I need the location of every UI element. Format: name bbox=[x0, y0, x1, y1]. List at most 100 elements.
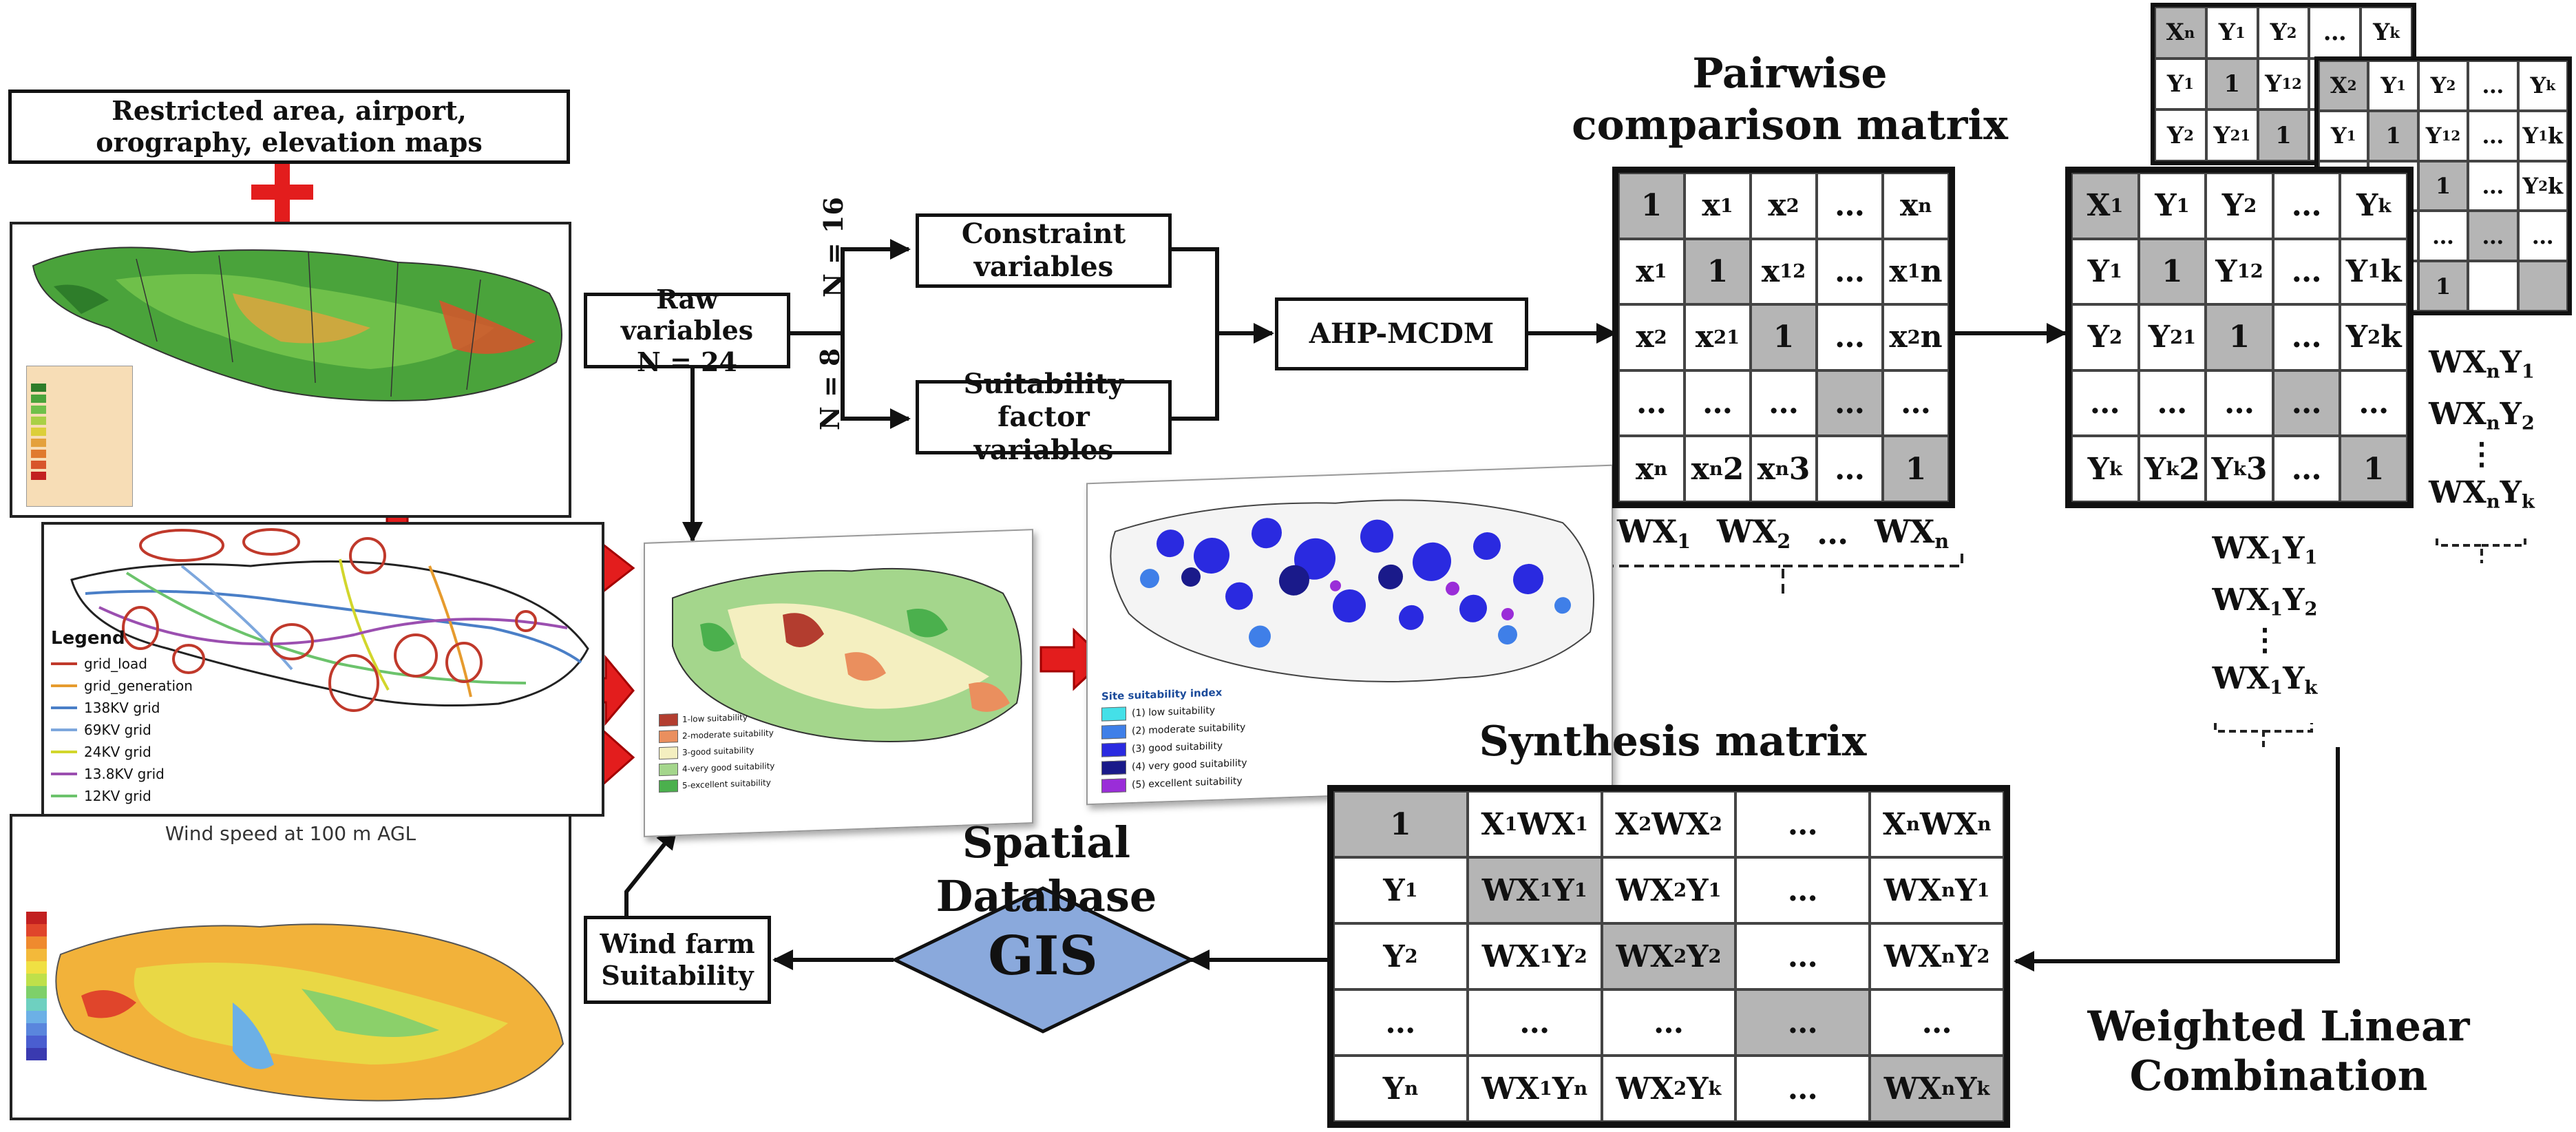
input-maps-box: Restricted area, airport, orography, ele… bbox=[8, 90, 570, 164]
suitability-legend: 1-low suitability 2-moderate suitability 3… bbox=[659, 707, 790, 795]
legend-label: (4) very good suitability bbox=[1132, 757, 1247, 773]
matrix-cell: … bbox=[1817, 304, 1883, 370]
matrix-cell: … bbox=[2418, 211, 2469, 262]
line-join-top bbox=[1172, 247, 1219, 421]
matrix-cell: 1 bbox=[2257, 109, 2310, 161]
legend-swatch bbox=[659, 730, 678, 744]
legend-label: 5-excellent suitability bbox=[682, 777, 771, 790]
legend-swatch bbox=[659, 713, 678, 727]
pairwise-weight: WX1 bbox=[1616, 513, 1691, 553]
grid-legend-item: 24KV grid bbox=[51, 741, 230, 763]
branch-label-bottom: N = 8 bbox=[814, 348, 845, 430]
synthesis-title: Synthesis matrix bbox=[1479, 717, 1867, 766]
wind-speed-map: Wind speed at 100 m AGL bbox=[10, 814, 571, 1120]
site-map-graphic bbox=[1110, 499, 1594, 682]
legend-swatch bbox=[1101, 706, 1126, 722]
weighted-linear-title: Weighted Linear Combination bbox=[2051, 1002, 2506, 1101]
raw-variables-label: Raw variables bbox=[620, 283, 754, 346]
constraint-variables-box: Constraint variables bbox=[916, 213, 1172, 288]
legend-label: 1-low suitability bbox=[682, 712, 748, 724]
matrix-cell: … bbox=[1685, 370, 1751, 437]
matrix-cell: … bbox=[1817, 370, 1883, 437]
legend-label: 13.8KV grid bbox=[84, 766, 165, 782]
elevation-legend bbox=[26, 366, 133, 507]
elevation-map-graphic bbox=[32, 247, 562, 401]
legend-swatch bbox=[659, 746, 678, 760]
weight-item: ⋮ bbox=[2250, 622, 2280, 658]
legend-label: (3) good suitability bbox=[1132, 740, 1223, 755]
elevation-map bbox=[10, 222, 571, 518]
weighted-linear-line2: Combination bbox=[2129, 1052, 2428, 1100]
legend-swatch bbox=[659, 763, 678, 777]
matrix-cell: 1 bbox=[1685, 238, 1751, 305]
grid-network-graphic bbox=[70, 528, 589, 712]
weighted-linear-line1: Weighted Linear bbox=[2087, 1003, 2470, 1051]
matrix-cell: 1 bbox=[2206, 58, 2258, 110]
matrix-cell: … bbox=[1817, 173, 1883, 239]
raw-variables-box: Raw variables N = 24 bbox=[584, 284, 790, 377]
matrix-cell: … bbox=[1618, 370, 1685, 437]
matrix-cell: … bbox=[2517, 211, 2568, 262]
wind-map-graphic bbox=[26, 912, 564, 1102]
site-legend: Site suitability index (1) low suitabili… bbox=[1101, 685, 1260, 795]
matrix-cell: … bbox=[1817, 436, 1883, 502]
matrix-cell: 1 bbox=[2368, 110, 2418, 161]
legend-label: 2-moderate suitability bbox=[682, 728, 774, 741]
ahp-mcdm-box: AHP-MCDM bbox=[1275, 297, 1528, 370]
branch-label-top: N = 16 bbox=[818, 197, 849, 297]
matrix-cell: … bbox=[2468, 160, 2518, 211]
brace-pairwise bbox=[1603, 551, 1963, 594]
grid-legend-item: 13.8KV grid bbox=[51, 763, 230, 785]
legend-label: (1) low suitability bbox=[1132, 704, 1216, 720]
pairwise-title: Pairwise comparison matrix bbox=[1549, 48, 2031, 151]
arrow-branch-bottom bbox=[841, 333, 911, 429]
matrix-cell: … bbox=[1735, 1056, 1870, 1122]
pairwise-weight: … bbox=[1817, 514, 1849, 552]
grid-legend-item: grid_load bbox=[51, 653, 230, 675]
legend-swatch bbox=[51, 662, 77, 665]
matrix-cell: … bbox=[2138, 370, 2206, 437]
weight-item: WXnY2 bbox=[2429, 396, 2535, 434]
matrix-cell: … bbox=[2309, 7, 2361, 59]
gis-label: GIS bbox=[988, 925, 1098, 987]
brace-xn bbox=[2436, 538, 2526, 563]
legend-label: 3-good suitability bbox=[682, 745, 754, 757]
input-maps-label: Restricted area, airport, orography, ele… bbox=[96, 95, 483, 158]
matrix-cell: … bbox=[1735, 857, 1870, 923]
wind-farm-line2: Suitability bbox=[601, 960, 754, 991]
matrix-cell: … bbox=[1751, 370, 1817, 437]
matrix-cell: 1 bbox=[2206, 304, 2273, 370]
suitability-factor-box: Suitability factor variables bbox=[916, 368, 1172, 466]
legend-swatch bbox=[1101, 724, 1126, 740]
matrix-cell: … bbox=[2206, 370, 2273, 437]
legend-swatch bbox=[1101, 760, 1126, 775]
matrix-cell: … bbox=[1735, 791, 1870, 857]
legend-swatch bbox=[1101, 742, 1126, 757]
